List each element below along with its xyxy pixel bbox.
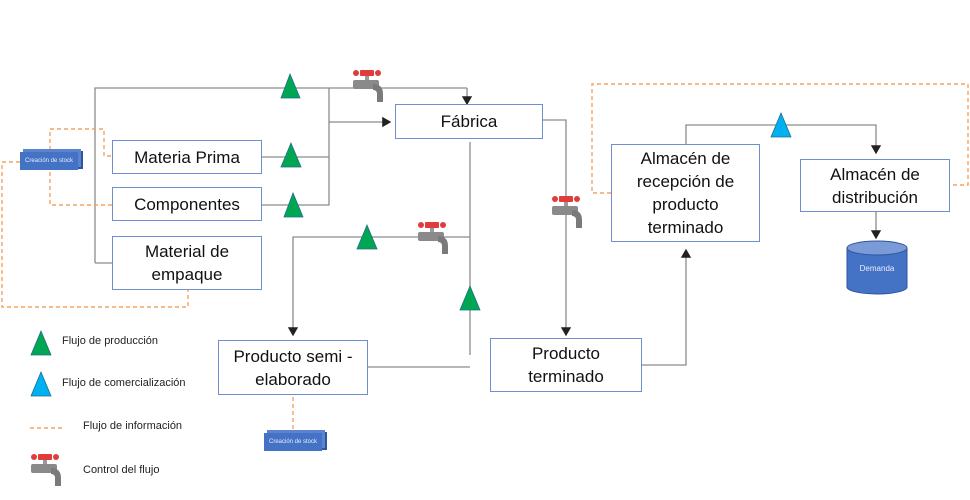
production-flow-icon	[280, 72, 301, 99]
legend-label-information: Flujo de información	[83, 420, 183, 432]
legend-faucet-icon	[31, 454, 61, 486]
stock-creation-left: Creación de stock	[20, 152, 78, 170]
faucet-icon	[353, 70, 383, 102]
production-flow-icon	[459, 284, 481, 311]
information-connectors	[1, 83, 969, 430]
stock-creation-bottom: Creación de stock	[264, 433, 322, 451]
faucet-icon	[552, 196, 582, 228]
node-fabrica[interactable]: Fábrica	[395, 104, 543, 139]
commercial-flow-icon	[770, 111, 792, 138]
legend-label-production: Flujo de producción	[62, 335, 159, 347]
production-flow-markers	[30, 72, 481, 356]
legend-label-control: Control del flujo	[83, 464, 160, 476]
legend-green-triangle-icon	[30, 329, 52, 356]
production-flow-icon	[280, 141, 302, 168]
node-componentes[interactable]: Componentes	[112, 187, 262, 221]
demand-label: Demanda	[859, 264, 895, 273]
node-materia-prima[interactable]: Materia Prima	[112, 140, 262, 174]
node-material-empaque[interactable]: Material de empaque	[112, 236, 262, 290]
node-producto-terminado[interactable]: Producto terminado	[490, 338, 642, 392]
production-flow-icon	[283, 191, 304, 218]
legend-label-commercial: Flujo de comercialización	[62, 377, 186, 389]
faucet-icon	[418, 222, 448, 254]
demand-cylinder-icon	[846, 240, 908, 295]
node-almacen-distribucion[interactable]: Almacén de distribución	[800, 159, 950, 212]
production-flow-icon	[356, 223, 378, 250]
legend-blue-triangle-icon	[30, 370, 52, 397]
node-producto-semi[interactable]: Producto semi - elaborado	[218, 340, 368, 395]
node-almacen-recepcion[interactable]: Almacén de recepción de producto termina…	[611, 144, 760, 242]
production-connectors	[94, 87, 882, 368]
commercial-flow-markers	[30, 111, 792, 397]
